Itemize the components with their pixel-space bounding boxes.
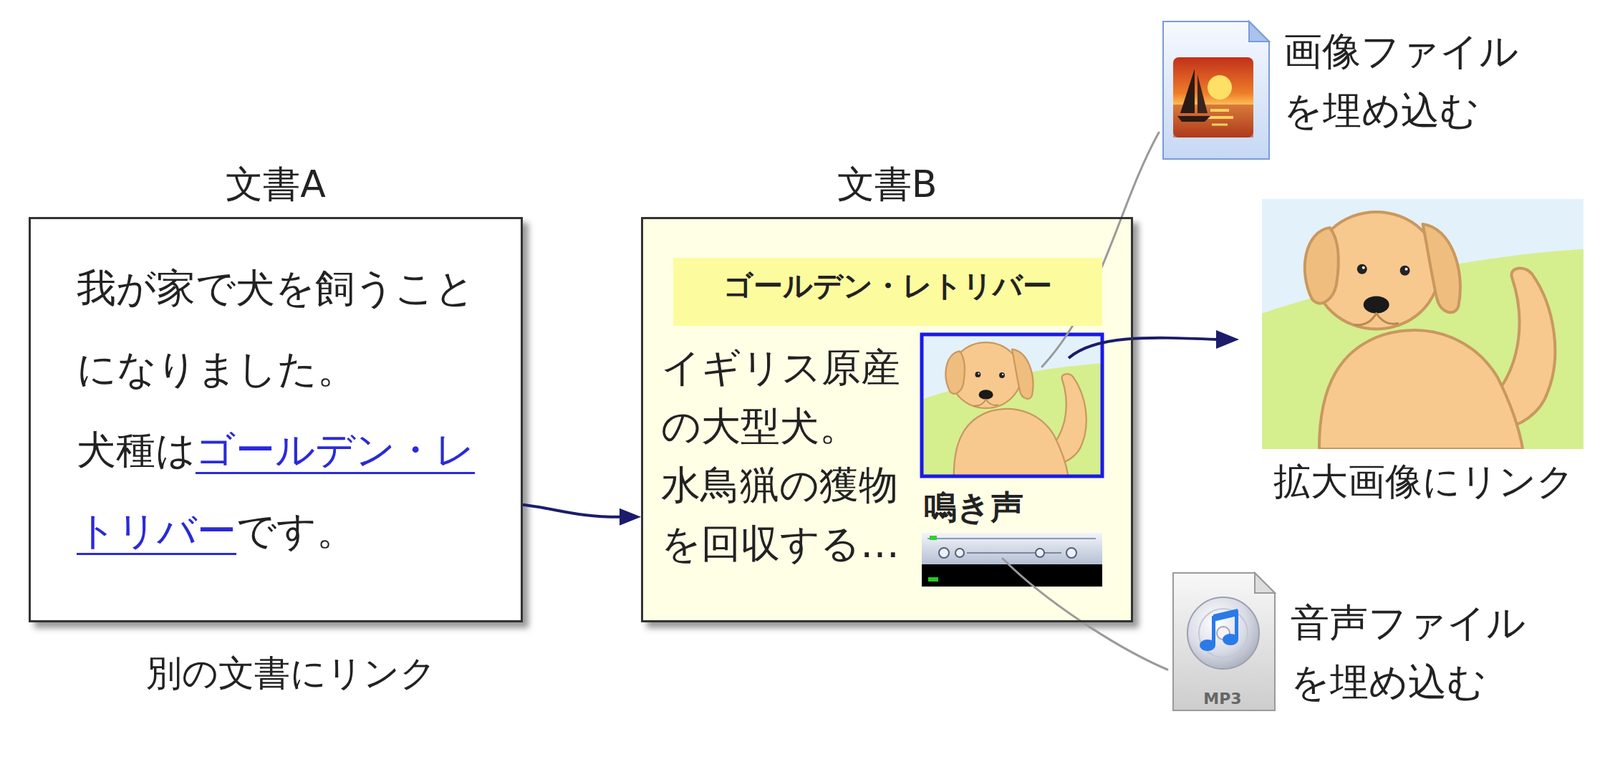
audio-player bbox=[927, 537, 1096, 540]
audio-file-icon bbox=[1213, 608, 1238, 622]
audio-player bbox=[921, 532, 1103, 565]
audio-player bbox=[1066, 547, 1077, 558]
body-text: 水鳥猟の獲物を回収する… bbox=[661, 455, 905, 573]
callout-text: 音声ファイル を埋め込む bbox=[1290, 593, 1539, 712]
image-file-icon bbox=[1211, 123, 1228, 127]
image-file-icon bbox=[1163, 21, 1270, 159]
thumbnail-image bbox=[921, 334, 1103, 477]
audio-player bbox=[921, 532, 1103, 587]
audio-player bbox=[929, 535, 937, 541]
audio-file-icon bbox=[1198, 608, 1248, 658]
link-arrow bbox=[1068, 338, 1218, 359]
enlarged-image bbox=[1261, 199, 1584, 450]
thumbnail-image bbox=[921, 334, 1103, 477]
image-file-icon bbox=[1177, 116, 1211, 122]
band-title: ゴールデン・レトリバー bbox=[673, 257, 1103, 315]
leader-line bbox=[1002, 132, 1168, 670]
callout-text: 画像ファイル を埋め込む bbox=[1283, 21, 1532, 141]
link-arrow bbox=[1216, 330, 1240, 349]
link-arrow bbox=[522, 504, 642, 526]
text-area: イギリス原産の大型犬。水鳥猟の獲物を回収する… bbox=[661, 338, 905, 573]
document-box: 我が家で犬を飼うことになりました。犬種はゴールデン・レトリバーです。文書A bbox=[28, 217, 523, 623]
body-text: イギリス原産の大型犬。 bbox=[661, 338, 905, 456]
leader-line bbox=[1042, 132, 1159, 367]
text-area: ゴールデン・レトリバー bbox=[673, 257, 1103, 315]
body-text: です。 bbox=[236, 507, 356, 554]
enlarged-image bbox=[1261, 199, 1584, 450]
image-file-icon bbox=[1173, 57, 1254, 138]
image-file-icon bbox=[1249, 21, 1270, 42]
audio-file-icon bbox=[1173, 572, 1275, 711]
image-file-icon bbox=[1180, 68, 1195, 114]
link-arrow bbox=[1068, 330, 1240, 359]
file-type-text: MP3 bbox=[1193, 689, 1252, 709]
audio-file-icon bbox=[1173, 572, 1275, 711]
audio-file-icon bbox=[1199, 639, 1216, 652]
title-band: ゴールデン・レトリバー bbox=[673, 257, 1103, 326]
audio-file-icon bbox=[1222, 633, 1239, 646]
audio-file-icon bbox=[1211, 615, 1216, 645]
image-file-icon bbox=[1207, 75, 1232, 100]
box-fill bbox=[641, 217, 1134, 623]
audio-player bbox=[928, 577, 939, 582]
body-text: 我が家で犬を飼うことになりました。 bbox=[76, 247, 478, 410]
image-file-icon bbox=[1207, 116, 1234, 119]
caption-text: 拡大画像にリンク bbox=[1259, 459, 1589, 504]
audio-player bbox=[966, 552, 1062, 554]
audio-file-icon bbox=[1234, 610, 1239, 639]
document-box: イギリス原産の大型犬。水鳥猟の獲物を回収する…文書B鳴き声ゴールデン・レトリバー bbox=[641, 217, 1134, 623]
image-file-icon bbox=[1163, 21, 1270, 159]
caption-text: 別の文書にリンク bbox=[111, 651, 470, 695]
audio-file-icon bbox=[1187, 597, 1260, 669]
image-file-icon bbox=[1210, 108, 1230, 112]
body-text: 犬種は bbox=[76, 426, 196, 473]
audio-file-icon bbox=[1254, 572, 1275, 594]
text-area: 我が家で犬を飼うことになりました。犬種はゴールデン・レトリバーです。 bbox=[76, 247, 478, 572]
document-title: 文書B bbox=[643, 161, 1131, 207]
paragraph: 犬種はゴールデン・レトリバーです。 bbox=[76, 409, 478, 572]
audio-player bbox=[938, 547, 949, 558]
leader-line bbox=[1002, 558, 1168, 670]
audio-player bbox=[955, 548, 965, 558]
box-fill bbox=[28, 217, 523, 623]
audio-player bbox=[1035, 548, 1045, 558]
thumbnail-image bbox=[921, 335, 1103, 476]
document-title: 文書A bbox=[30, 161, 521, 207]
connector-line bbox=[522, 504, 620, 518]
audio-heading: 鳴き声 bbox=[923, 488, 1024, 526]
image-file-icon bbox=[1197, 74, 1208, 114]
arrowhead bbox=[619, 508, 642, 526]
